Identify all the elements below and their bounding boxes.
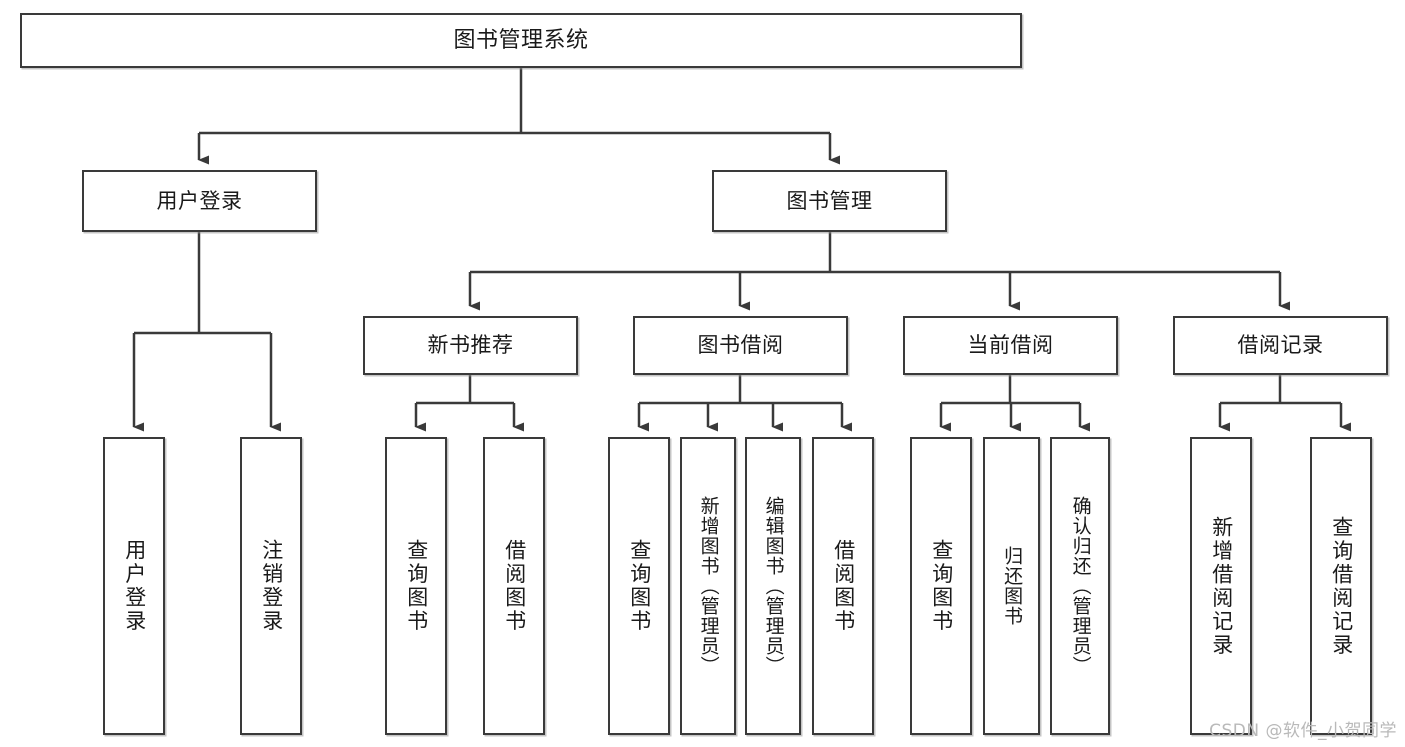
node-label: 新增借阅记录 (1209, 515, 1234, 657)
leaf-add-book-admin[interactable]: 新增图书（管理员） (680, 437, 736, 735)
leaf-borrow-book-recommend[interactable]: 借阅图书 (483, 437, 545, 735)
leaf-query-borrow-record[interactable]: 查询借阅记录 (1310, 437, 1372, 735)
node-label: 新书推荐 (427, 333, 514, 358)
node-label: 查询图书 (627, 539, 652, 633)
leaf-confirm-return-admin[interactable]: 确认归还（管理员） (1050, 437, 1110, 735)
node-label: 图书管理系统 (453, 27, 589, 53)
leaf-query-book-borrow[interactable]: 查询图书 (608, 437, 670, 735)
node-label: 查询图书 (929, 539, 954, 633)
node-label: 借阅图书 (831, 539, 856, 633)
leaf-edit-book-admin[interactable]: 编辑图书（管理员） (745, 437, 801, 735)
node-label: 查询图书 (404, 539, 429, 633)
node-user-login[interactable]: 用户登录 (82, 170, 317, 232)
node-borrow-record[interactable]: 借阅记录 (1173, 316, 1388, 375)
leaf-user-login[interactable]: 用户登录 (103, 437, 165, 735)
node-label: 当前借阅 (967, 333, 1054, 358)
node-label: 用户登录 (156, 188, 243, 213)
node-book-borrow[interactable]: 图书借阅 (633, 316, 848, 375)
node-label: 图书管理 (786, 188, 873, 213)
node-label: 注销登录 (259, 539, 284, 633)
leaf-query-book-current[interactable]: 查询图书 (910, 437, 972, 735)
node-label: 确认归还（管理员） (1069, 496, 1092, 676)
node-label: 查询借阅记录 (1329, 515, 1354, 657)
node-label: 用户登录 (122, 539, 147, 633)
node-label: 借阅图书 (502, 539, 527, 633)
node-label: 编辑图书（管理员） (762, 496, 785, 676)
node-label: 新增图书（管理员） (697, 496, 720, 676)
csdn-watermark: CSDN @软件_小贺同学 (1209, 721, 1397, 741)
node-root-book-management-system[interactable]: 图书管理系统 (20, 13, 1022, 68)
node-label: 图书借阅 (697, 333, 784, 358)
node-label: 归还图书 (1001, 546, 1024, 626)
leaf-add-borrow-record[interactable]: 新增借阅记录 (1190, 437, 1252, 735)
node-label: 借阅记录 (1237, 333, 1324, 358)
node-book-management[interactable]: 图书管理 (712, 170, 947, 232)
leaf-borrow-book[interactable]: 借阅图书 (812, 437, 874, 735)
node-current-borrow[interactable]: 当前借阅 (903, 316, 1118, 375)
leaf-query-book-recommend[interactable]: 查询图书 (385, 437, 447, 735)
leaf-logout[interactable]: 注销登录 (240, 437, 302, 735)
node-new-book-recommend[interactable]: 新书推荐 (363, 316, 578, 375)
leaf-return-book[interactable]: 归还图书 (983, 437, 1040, 735)
